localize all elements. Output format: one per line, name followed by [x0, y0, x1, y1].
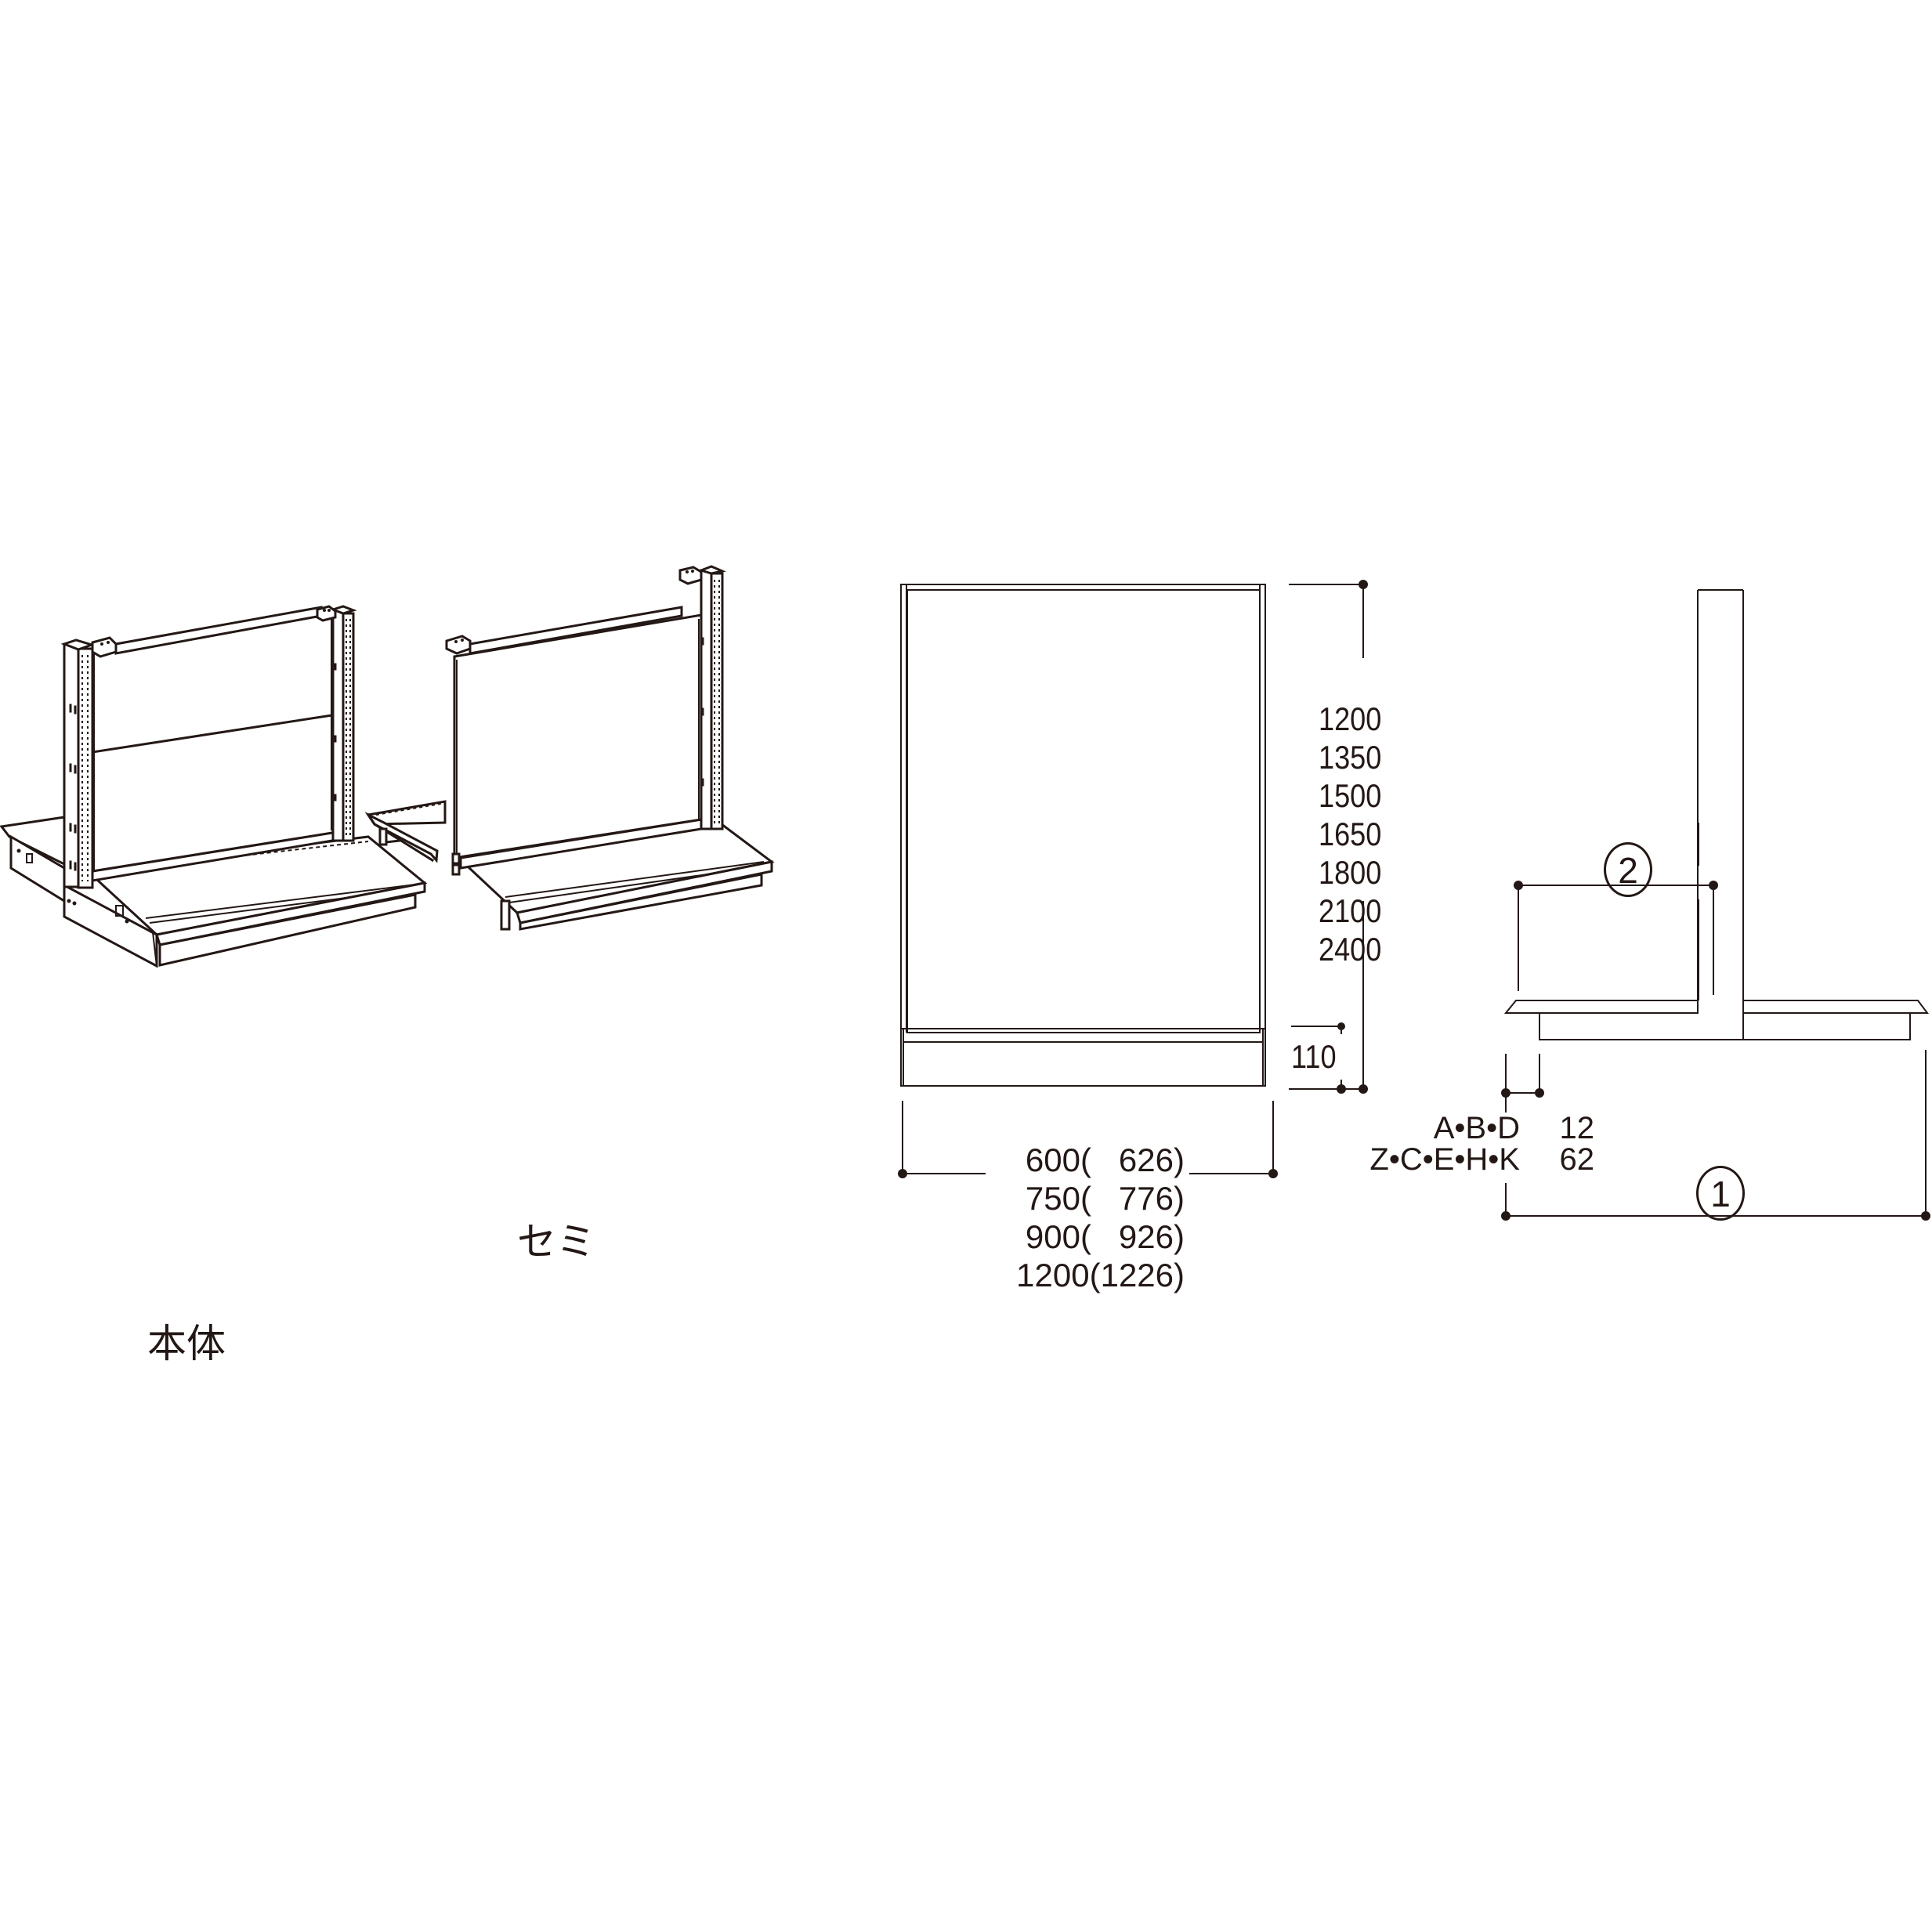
- height-options: 1200 1350 1500 1650 1800 2100 2400: [1319, 703, 1391, 971]
- height-1350: 1350: [1319, 739, 1382, 776]
- offset-row: Z•C•E•H•K 62: [1369, 1142, 1594, 1177]
- width-row: 750( 776): [1025, 1180, 1185, 1217]
- width-options: 600( 626) 750( 776) 900( 926) 1200(1226): [989, 1141, 1185, 1295]
- marker-2: 2: [1604, 842, 1652, 897]
- width-row: 1200(1226): [1016, 1257, 1185, 1293]
- height-2400: 2400: [1319, 931, 1382, 968]
- height-1800: 1800: [1319, 854, 1382, 891]
- base-height-110: 110: [1291, 1038, 1337, 1075]
- width-row: 900( 926): [1025, 1218, 1185, 1255]
- height-2100: 2100: [1319, 892, 1382, 929]
- main-unit-illustration: [0, 605, 428, 968]
- offset-row: A•B•D 12: [1433, 1111, 1594, 1145]
- semi-unit-illustration: [364, 565, 775, 931]
- height-1500: 1500: [1319, 777, 1382, 814]
- width-row: 600( 626): [1025, 1141, 1185, 1178]
- side-section: [1501, 589, 1930, 1221]
- front-elevation: [898, 580, 1368, 1178]
- height-1200: 1200: [1319, 700, 1382, 737]
- label-semi-unit: セミ: [517, 1219, 595, 1264]
- offset-table: A•B•D 12 Z•C•E•H•K 62: [1359, 1113, 1594, 1175]
- marker-1: 1: [1696, 1166, 1745, 1221]
- height-1650: 1650: [1319, 816, 1382, 852]
- label-main-unit: 本体: [147, 1321, 226, 1366]
